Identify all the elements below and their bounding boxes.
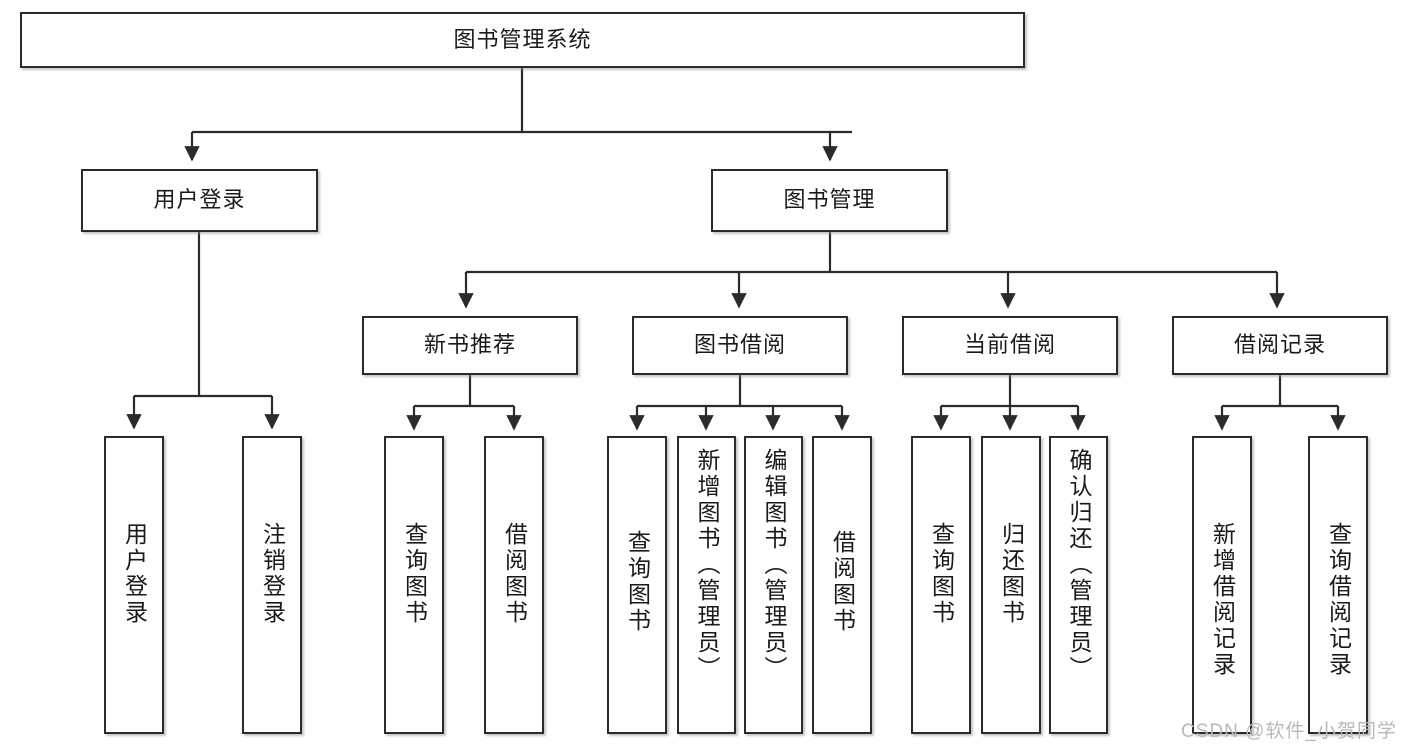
node-label: 查询借阅记录 [1325, 522, 1352, 678]
node-leaf-recommend-borrow-book[interactable]: 借阅图书 [484, 436, 544, 734]
node-leaf-user-login[interactable]: 用户登录 [104, 436, 164, 734]
node-current-borrowing[interactable]: 当前借阅 [902, 316, 1118, 375]
node-label: 用户登录 [153, 187, 246, 213]
node-leaf-edit-book-admin[interactable]: 编辑图书（管理员） [744, 436, 803, 734]
node-label: 新书推荐 [423, 332, 516, 358]
node-label: 图书借阅 [693, 332, 786, 358]
node-leaf-confirm-return-admin[interactable]: 确认归还（管理员） [1049, 436, 1108, 734]
node-label: 当前借阅 [963, 332, 1056, 358]
node-book-borrowing[interactable]: 图书借阅 [632, 316, 848, 375]
node-label: 查询图书 [401, 522, 428, 626]
node-leaf-add-book-admin[interactable]: 新增图书（管理员） [677, 436, 736, 734]
node-leaf-query-borrow-record[interactable]: 查询借阅记录 [1308, 436, 1368, 734]
node-root-book-management-system[interactable]: 图书管理系统 [20, 12, 1025, 68]
node-leaf-add-borrow-record[interactable]: 新增借阅记录 [1192, 436, 1252, 734]
node-label: 借阅图书 [501, 522, 528, 626]
node-leaf-current-query-book[interactable]: 查询图书 [911, 436, 971, 734]
node-user-login[interactable]: 用户登录 [81, 169, 318, 232]
node-label: 编辑图书（管理员） [761, 448, 787, 682]
node-label: 注销登录 [259, 522, 286, 626]
node-leaf-borrow-query-book[interactable]: 查询图书 [607, 436, 667, 734]
csdn-watermark: CSDN @软件_小贺同学 [1181, 721, 1397, 742]
node-label: 图书管理系统 [453, 26, 592, 52]
node-label: 借阅记录 [1233, 332, 1326, 358]
node-label: 借阅图书 [829, 530, 856, 634]
node-label: 归还图书 [998, 522, 1025, 626]
node-new-book-recommendation[interactable]: 新书推荐 [362, 316, 578, 375]
node-leaf-return-book[interactable]: 归还图书 [981, 436, 1041, 734]
node-leaf-recommend-query-book[interactable]: 查询图书 [384, 436, 444, 734]
node-label: 用户登录 [121, 522, 148, 626]
node-label: 新增图书（管理员） [694, 448, 720, 682]
node-label: 确认归还（管理员） [1066, 448, 1092, 682]
node-label: 查询图书 [928, 522, 955, 626]
node-leaf-borrow-borrow-book[interactable]: 借阅图书 [812, 436, 872, 734]
node-book-management[interactable]: 图书管理 [711, 169, 948, 232]
node-label: 新增借阅记录 [1209, 522, 1236, 678]
node-borrow-records[interactable]: 借阅记录 [1172, 316, 1388, 375]
node-label: 查询图书 [624, 530, 651, 634]
node-label: 图书管理 [783, 187, 876, 213]
node-leaf-logout[interactable]: 注销登录 [242, 436, 302, 734]
